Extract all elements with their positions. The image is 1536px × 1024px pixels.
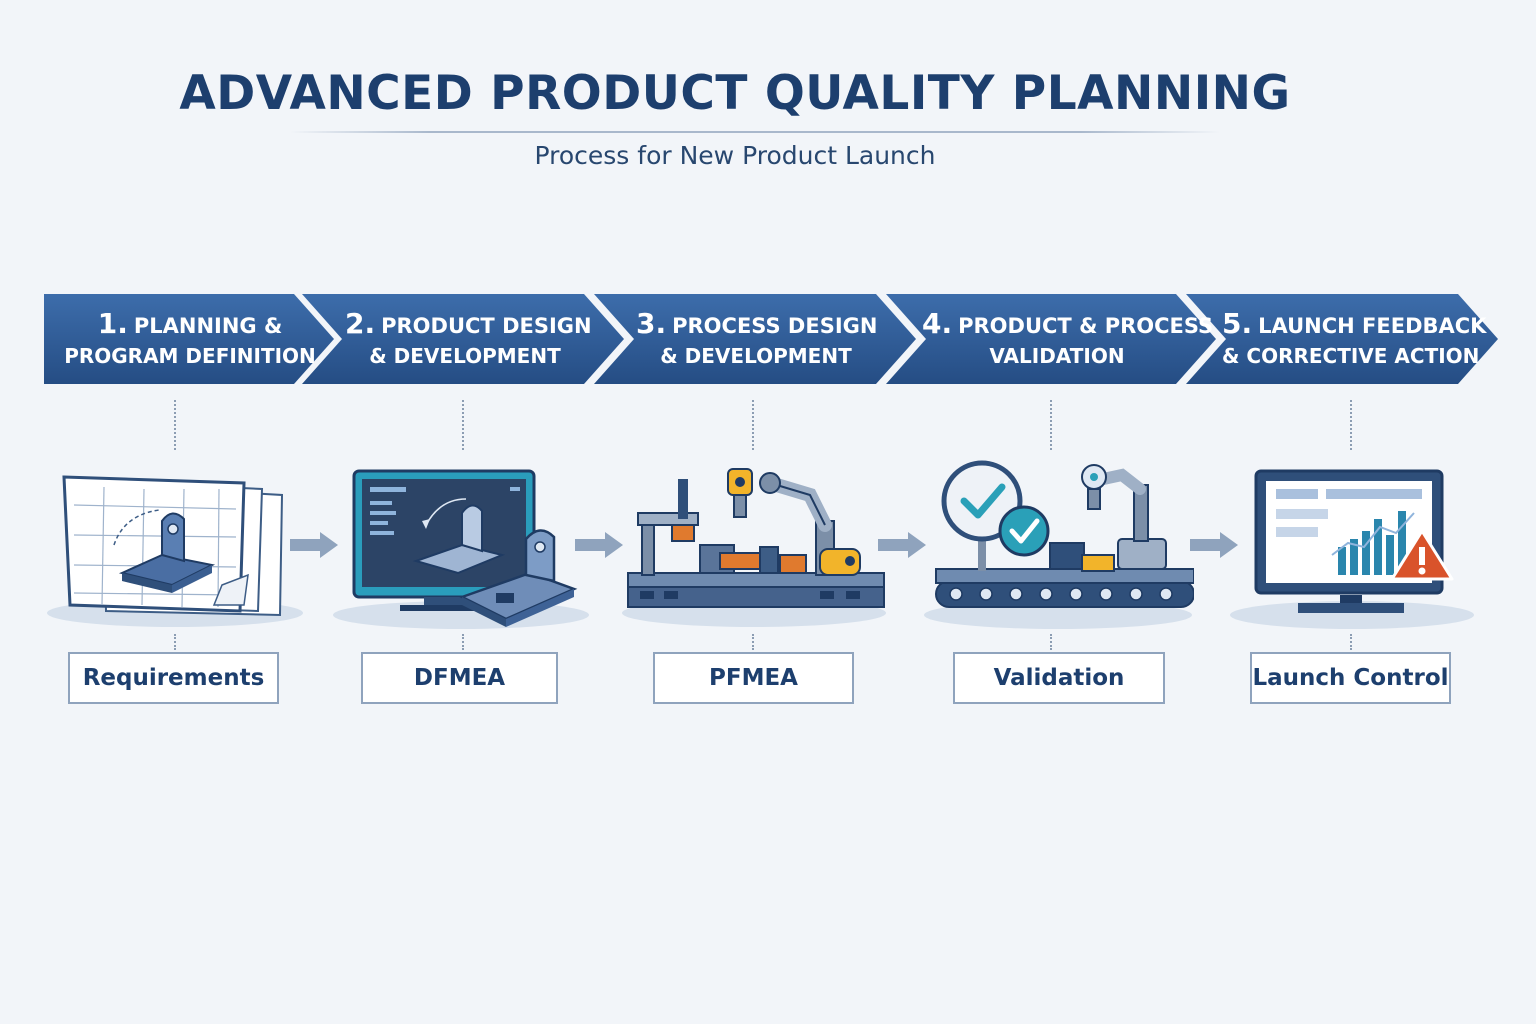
step-3-label: 3.PROCESS DESIGN & DEVELOPMENT xyxy=(636,307,878,369)
output-pfmea: PFMEA xyxy=(653,652,854,704)
requirements-drawing-icon xyxy=(47,475,303,627)
chevron-step-4 xyxy=(886,294,1216,384)
connector-step-1 xyxy=(174,400,176,450)
connector-step-5 xyxy=(1350,400,1352,450)
connector-step-4 xyxy=(1050,400,1052,450)
cad-monitor-icon xyxy=(333,469,589,629)
output-launch-control: Launch Control xyxy=(1250,652,1451,704)
output-connector-1 xyxy=(174,634,176,650)
flow-arrow-2 xyxy=(575,532,623,558)
connector-step-3 xyxy=(752,400,754,450)
chevron-step-5 xyxy=(1186,294,1498,384)
output-dfmea: DFMEA xyxy=(361,652,558,704)
connector-step-2 xyxy=(462,400,464,450)
step-2-label: 2.PRODUCT DESIGN & DEVELOPMENT xyxy=(345,307,592,369)
title-divider xyxy=(290,131,1220,133)
output-connector-3 xyxy=(752,634,754,650)
process-banner xyxy=(44,294,1498,384)
page-title: ADVANCED PRODUCT QUALITY PLANNING xyxy=(179,66,1291,121)
step-5-label: 5.LAUNCH FEEDBACK & CORRECTIVE ACTION xyxy=(1222,307,1487,369)
step-1-label: 1.PLANNING & PROGRAM DEFINITION xyxy=(64,307,316,369)
page-subtitle: Process for New Product Launch xyxy=(534,141,936,170)
output-connector-5 xyxy=(1350,634,1352,650)
flow-arrow-1 xyxy=(290,532,338,558)
dashboard-warning-icon xyxy=(1230,469,1474,629)
chevron-step-3 xyxy=(594,294,916,384)
output-validation: Validation xyxy=(953,652,1165,704)
chevron-step-2 xyxy=(302,294,624,384)
step-4-label: 4.PRODUCT & PROCESS VALIDATION xyxy=(922,307,1214,369)
robot-production-line-icon xyxy=(622,468,886,627)
output-requirements: Requirements xyxy=(68,652,279,704)
flow-arrow-4 xyxy=(1190,532,1238,558)
chevron-step-1 xyxy=(44,294,334,384)
validation-conveyor-icon xyxy=(924,460,1194,629)
output-connector-2 xyxy=(462,634,464,650)
output-connector-4 xyxy=(1050,634,1052,650)
flow-arrow-3 xyxy=(878,532,926,558)
